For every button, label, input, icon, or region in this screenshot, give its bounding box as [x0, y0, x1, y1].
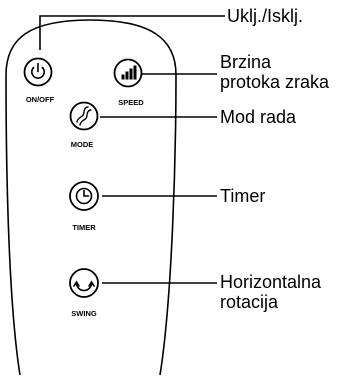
leader-lines	[39, 15, 225, 284]
speed-button-label: SPEED	[118, 98, 144, 107]
swing-button-label: SWING	[71, 309, 97, 318]
mode-button[interactable]	[69, 101, 99, 131]
callout-timer: Timer	[220, 186, 265, 206]
speed-bars-icon	[121, 65, 137, 80]
callout-swing-line1: Horizontalna	[220, 272, 322, 292]
leader-line-power	[39, 15, 225, 50]
callout-speed-line2: protoka zraka	[220, 72, 330, 92]
mode-waves-icon	[76, 106, 92, 126]
timer-button-label: TIMER	[72, 223, 96, 232]
swing-icon	[73, 280, 95, 292]
callout-speed-line1: Brzina	[220, 52, 272, 72]
swing-button[interactable]	[69, 268, 99, 298]
power-icon	[31, 62, 45, 79]
callout-power: Uklj./Isklj.	[227, 6, 303, 26]
power-button[interactable]	[23, 57, 53, 87]
mode-button-label: MODE	[71, 140, 94, 149]
speed-button[interactable]	[113, 58, 143, 88]
power-button-label: ON/OFF	[26, 95, 55, 104]
callout-mode: Mod rada	[220, 107, 297, 127]
remote-body	[5, 19, 177, 376]
callout-swing-line2: rotacija	[220, 292, 279, 312]
timer-button[interactable]	[69, 181, 99, 211]
clock-icon	[75, 187, 93, 205]
